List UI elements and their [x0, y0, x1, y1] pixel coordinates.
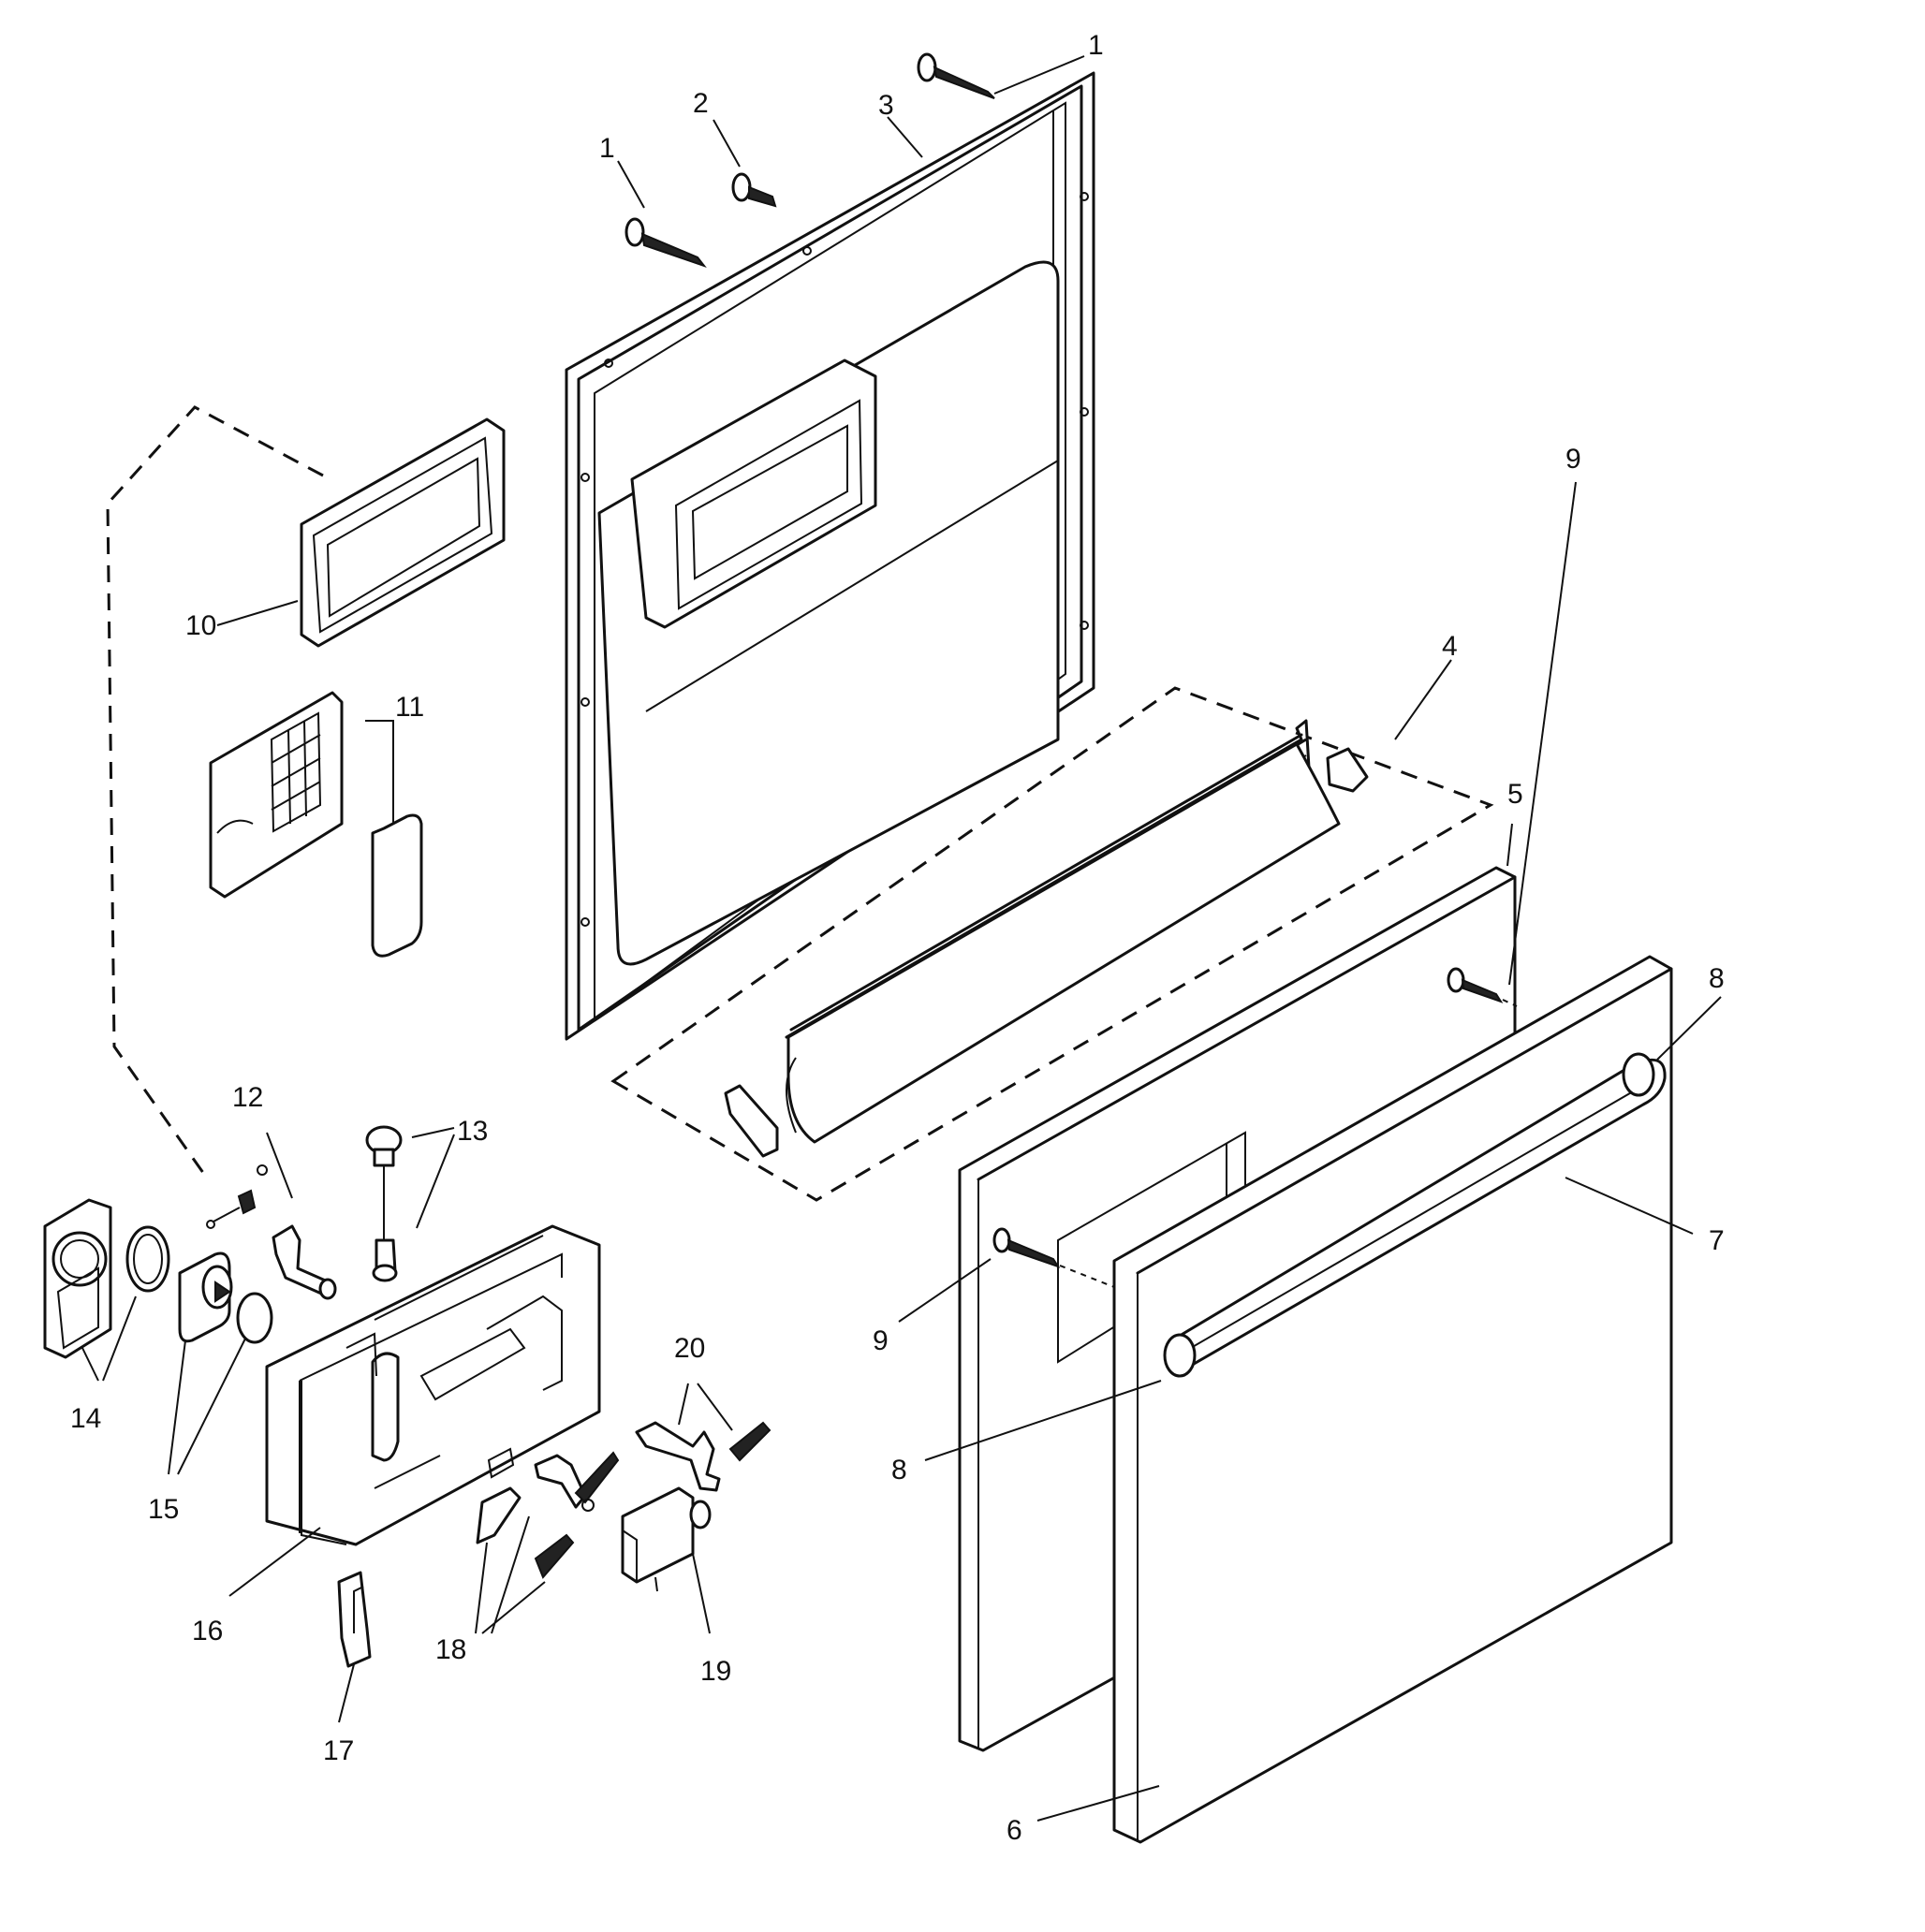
callout-labels: 1 1 2 3 4 5 6 7 8 8 9 9 10 11 12 13 14 1… — [70, 30, 1725, 1846]
part-dispenser-bezel — [43, 1198, 170, 1359]
callout-7: 7 — [1709, 1225, 1725, 1256]
part-knob — [178, 1251, 273, 1344]
part-spring-lever — [206, 1164, 337, 1300]
callout-9-upper: 9 — [1565, 444, 1581, 475]
callout-20: 20 — [674, 1333, 705, 1364]
callout-19: 19 — [700, 1656, 731, 1687]
part-hinge-assembly — [610, 686, 1494, 1202]
callout-4: 4 — [1442, 631, 1458, 662]
callout-18: 18 — [435, 1634, 466, 1665]
screw-top-right — [917, 52, 995, 99]
callout-16: 16 — [192, 1616, 223, 1647]
callout-13: 13 — [457, 1116, 488, 1147]
part-inner-door-panel — [565, 71, 1095, 1041]
leader-lines — [81, 55, 1722, 1822]
callout-8-right: 8 — [1709, 963, 1725, 994]
screw-short — [731, 172, 777, 208]
callout-1-top: 1 — [1088, 30, 1104, 61]
callout-1-left: 1 — [599, 133, 615, 164]
callout-9-lower: 9 — [873, 1325, 889, 1356]
part-clip — [337, 1571, 372, 1668]
callout-5: 5 — [1507, 779, 1523, 810]
callout-17: 17 — [323, 1735, 354, 1766]
assembly-dashed-outline — [106, 405, 324, 1180]
part-handle — [1163, 1052, 1667, 1378]
part-dispenser-housing — [265, 1224, 601, 1546]
part-latch-spring — [635, 1421, 771, 1492]
callout-10: 10 — [185, 610, 216, 641]
part-window-gasket — [300, 417, 506, 648]
part-switch — [621, 1486, 712, 1592]
callout-8-left: 8 — [891, 1455, 907, 1486]
screw-panel-upper — [1447, 967, 1518, 1007]
part-vent-filter — [209, 691, 423, 958]
callout-2: 2 — [693, 88, 709, 119]
screw-panel-lower — [992, 1227, 1115, 1288]
callout-15: 15 — [148, 1494, 179, 1525]
part-plunger — [365, 1125, 403, 1282]
part-front-door — [1112, 955, 1673, 1844]
callout-11: 11 — [395, 692, 424, 723]
callout-12: 12 — [232, 1082, 263, 1113]
callout-6: 6 — [1007, 1815, 1022, 1846]
screw-left — [625, 217, 707, 269]
callout-14: 14 — [70, 1403, 101, 1434]
part-lever-springs — [476, 1451, 620, 1579]
callout-3: 3 — [878, 90, 894, 121]
